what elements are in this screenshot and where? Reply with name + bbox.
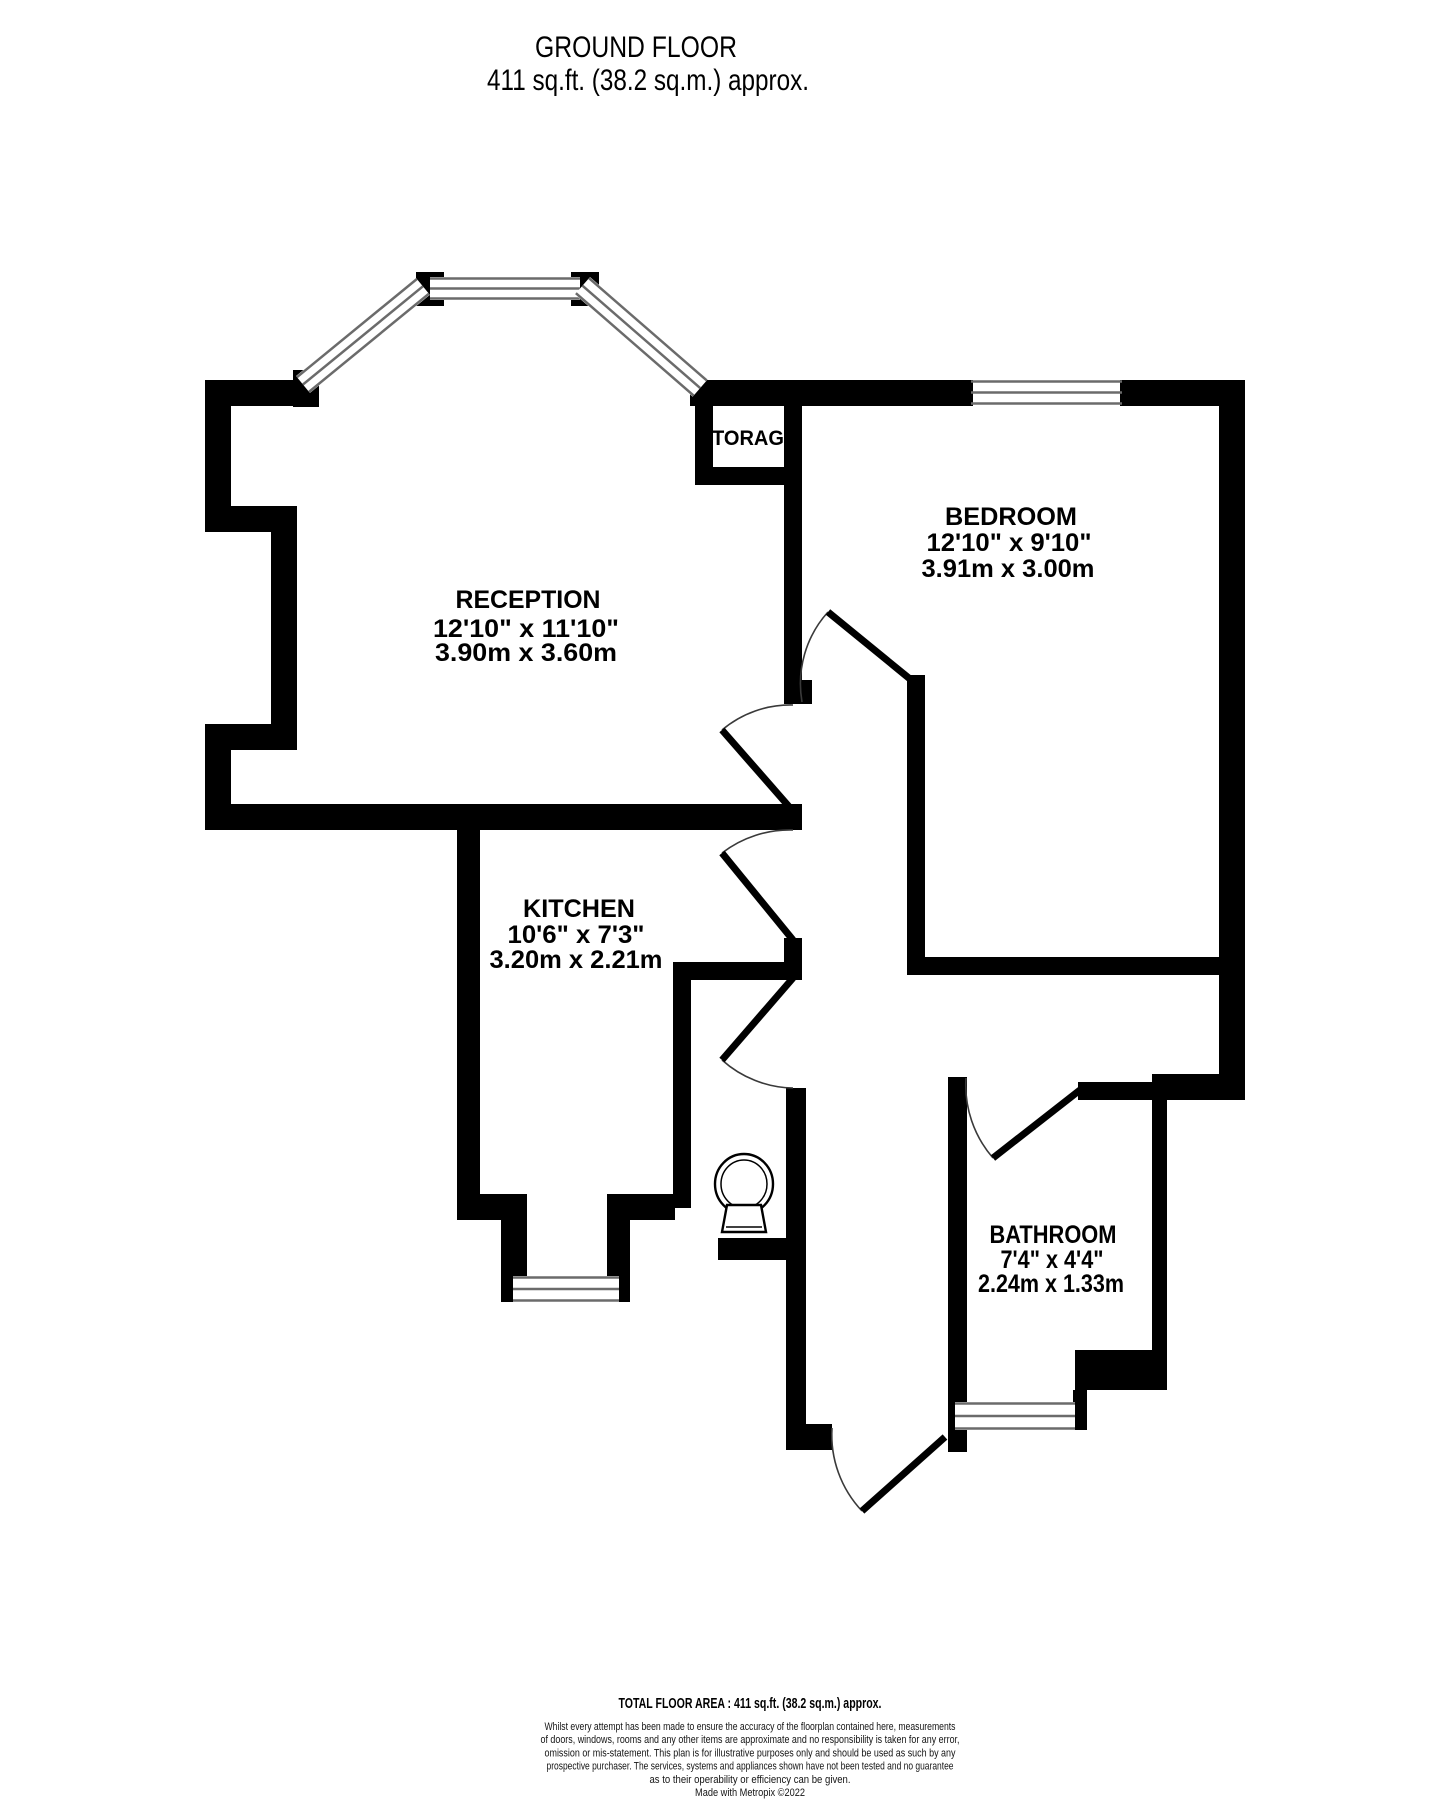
door-leaf bbox=[990, 1087, 1083, 1161]
wall bbox=[1075, 1350, 1167, 1390]
floor-title: GROUND FLOOR bbox=[535, 31, 737, 64]
storage-label: TORAG bbox=[712, 427, 784, 450]
window-line bbox=[575, 292, 695, 397]
wall bbox=[271, 506, 297, 724]
reception-label: RECEPTION 12'10" x 11'10" 3.90m x 3.60m bbox=[433, 586, 619, 667]
wall bbox=[1078, 1082, 1152, 1100]
door-leaf bbox=[719, 850, 796, 943]
door-swing-arc bbox=[964, 1077, 994, 1159]
disclaimer-line: Whilst every attempt has been made to en… bbox=[545, 1721, 956, 1733]
door-swing-arc bbox=[721, 829, 794, 854]
wall bbox=[457, 1194, 527, 1220]
wall bbox=[1219, 380, 1245, 1100]
bedroom-door bbox=[799, 609, 913, 703]
wall bbox=[907, 675, 925, 975]
wall bbox=[784, 382, 802, 680]
door-swing-arc bbox=[721, 1059, 794, 1089]
bathroom-window bbox=[955, 1402, 1075, 1430]
bathroom-door bbox=[964, 1077, 1083, 1161]
window-line bbox=[302, 285, 424, 386]
total-floor-area: TOTAL FLOOR AREA : 411 sq.ft. (38.2 sq.m… bbox=[619, 1696, 882, 1712]
window-line bbox=[581, 284, 702, 389]
window-line bbox=[308, 292, 430, 393]
wall bbox=[673, 962, 691, 1208]
reception-door bbox=[719, 704, 795, 813]
room-labels: RECEPTION 12'10" x 11'10" 3.90m x 3.60m … bbox=[433, 427, 1124, 1298]
door-swing-arc bbox=[830, 1427, 863, 1512]
window-line bbox=[588, 277, 708, 382]
door-leaf bbox=[719, 975, 796, 1063]
wall bbox=[457, 830, 480, 1220]
door-swing-arc bbox=[799, 611, 829, 703]
disclaimer-line: of doors, windows, rooms and any other i… bbox=[541, 1734, 960, 1746]
toilet-tank bbox=[720, 1203, 768, 1234]
entrance-door bbox=[830, 1427, 948, 1514]
room-dims-metric: 2.24m x 1.33m bbox=[978, 1270, 1124, 1298]
inner-hall-door bbox=[719, 975, 796, 1089]
wall bbox=[1152, 1074, 1245, 1100]
room-dims-metric: 3.91m x 3.00m bbox=[922, 555, 1095, 583]
room-dims-metric: 3.90m x 3.60m bbox=[435, 639, 617, 667]
room-name: KITCHEN bbox=[523, 895, 635, 923]
kitchen-window bbox=[513, 1276, 619, 1302]
wall bbox=[907, 957, 1223, 975]
wall bbox=[784, 680, 812, 704]
door-leaf bbox=[859, 1434, 948, 1514]
wall bbox=[948, 1077, 967, 1452]
wall bbox=[718, 1238, 806, 1260]
walls bbox=[205, 272, 1245, 1452]
plan-title: GROUND FLOOR 411 sq.ft. (38.2 sq.m.) app… bbox=[487, 31, 809, 97]
wall bbox=[1152, 1100, 1167, 1362]
bay-window-centre-pane bbox=[430, 277, 580, 300]
wall bbox=[695, 467, 784, 485]
wall bbox=[607, 1194, 675, 1220]
wall bbox=[786, 1424, 832, 1450]
footer: TOTAL FLOOR AREA : 411 sq.ft. (38.2 sq.m… bbox=[541, 1696, 960, 1799]
wall bbox=[205, 804, 802, 830]
bay-window-right-pane bbox=[574, 277, 708, 397]
bay-window-left-pane bbox=[296, 277, 430, 394]
kitchen-label: KITCHEN 10'6" x 7'3" 3.20m x 2.21m bbox=[490, 895, 663, 974]
floor-area-subtitle: 411 sq.ft. (38.2 sq.m.) approx. bbox=[487, 64, 809, 97]
wall bbox=[205, 724, 297, 750]
bedroom-window bbox=[971, 380, 1122, 406]
door-leaf bbox=[825, 609, 913, 682]
room-dims-metric: 3.20m x 2.21m bbox=[490, 946, 663, 974]
disclaimer-line: prospective purchaser. The services, sys… bbox=[547, 1761, 954, 1773]
window-line bbox=[296, 278, 418, 379]
bedroom-label: BEDROOM 12'10" x 9'10" 3.91m x 3.00m bbox=[922, 503, 1095, 583]
room-dims-imperial: 10'6" x 7'3" bbox=[508, 921, 645, 949]
disclaimer-line: as to their operability or efficiency ca… bbox=[650, 1774, 851, 1786]
door-leaf bbox=[719, 727, 795, 813]
bathroom-label: BATHROOM 7'4" x 4'4" 2.24m x 1.33m bbox=[978, 1221, 1124, 1298]
windows bbox=[296, 277, 1122, 1430]
wall bbox=[1073, 1390, 1087, 1430]
wall bbox=[695, 382, 713, 485]
metropix-credit: Made with Metropix ©2022 bbox=[695, 1787, 805, 1799]
room-dims-imperial: 7'4" x 4'4" bbox=[1001, 1246, 1104, 1274]
room-dims-imperial: 12'10" x 9'10" bbox=[927, 529, 1092, 557]
toilet-icon bbox=[713, 1152, 775, 1234]
doors bbox=[719, 609, 1083, 1514]
disclaimer-line: omission or mis-statement. This plan is … bbox=[545, 1747, 956, 1759]
room-name: BATHROOM bbox=[990, 1221, 1117, 1249]
room-dims-imperial: 12'10" x 11'10" bbox=[433, 615, 619, 643]
room-name: RECEPTION bbox=[456, 586, 601, 614]
kitchen-door bbox=[719, 829, 796, 943]
door-swing-arc bbox=[721, 704, 794, 731]
room-name: BEDROOM bbox=[945, 503, 1077, 531]
wall bbox=[673, 962, 802, 980]
wall bbox=[690, 380, 973, 406]
